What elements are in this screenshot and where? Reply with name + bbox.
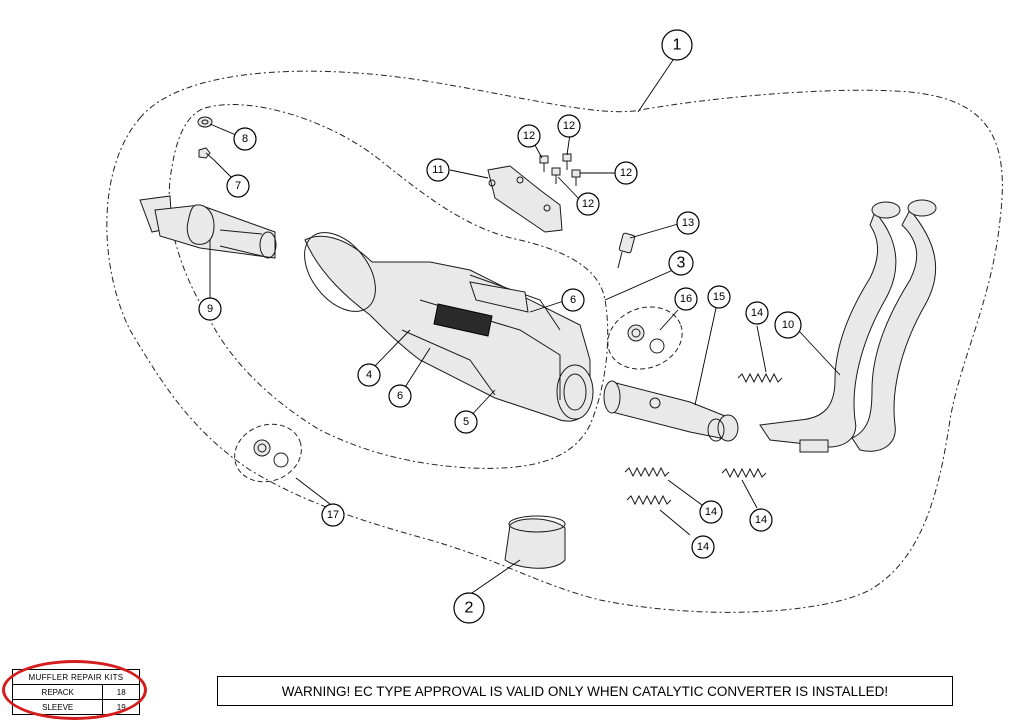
part-13-sensor	[617, 232, 636, 269]
svg-text:15: 15	[713, 291, 725, 303]
svg-text:12: 12	[620, 167, 632, 179]
svg-text:2: 2	[465, 600, 474, 617]
svg-text:12: 12	[523, 130, 535, 142]
callout-3: 3	[668, 250, 694, 276]
svg-text:6: 6	[570, 294, 576, 306]
svg-text:4: 4	[366, 369, 372, 381]
part-14-springs	[624, 372, 783, 506]
part-15-link-pipe	[603, 380, 739, 442]
callout-12-c: 12	[614, 161, 638, 185]
svg-text:3: 3	[677, 255, 686, 272]
callout-12-b: 12	[557, 114, 581, 138]
callout-14-d: 14	[749, 508, 773, 532]
assembly-boundary-1	[106, 70, 1003, 613]
svg-text:12: 12	[563, 120, 575, 132]
svg-text:17: 17	[327, 509, 339, 521]
highlight-ring	[2, 660, 147, 720]
group-17-boundary	[234, 423, 302, 483]
part-3-muffler	[304, 232, 594, 422]
callout-6-lower: 6	[388, 384, 412, 408]
group-16-boundary	[607, 306, 683, 370]
callout-2: 2	[453, 592, 485, 624]
callout-15: 15	[707, 285, 731, 309]
part-11-bracket	[487, 165, 563, 233]
svg-text:14: 14	[697, 541, 709, 553]
part-7-bolt	[198, 147, 215, 161]
part-9-end-cap	[139, 195, 277, 259]
svg-text:16: 16	[680, 293, 692, 305]
part-2-sleeve	[504, 515, 566, 569]
callout-9: 9	[198, 297, 222, 321]
svg-text:12: 12	[582, 198, 594, 210]
callout-4: 4	[357, 363, 381, 387]
part-10-header-pipes	[759, 199, 937, 453]
callout-14-c: 14	[691, 535, 715, 559]
part-8-washer	[197, 116, 213, 128]
svg-text:14: 14	[755, 514, 767, 526]
svg-text:7: 7	[235, 180, 241, 192]
warning-notice: WARNING! EC TYPE APPROVAL IS VALID ONLY …	[217, 676, 953, 706]
callout-17: 17	[321, 503, 345, 527]
svg-text:5: 5	[463, 416, 469, 428]
warning-text: WARNING! EC TYPE APPROVAL IS VALID ONLY …	[281, 683, 889, 699]
part-17-gasket	[253, 439, 289, 468]
muffler-group-boundary-3	[168, 104, 609, 469]
svg-text:1: 1	[673, 37, 682, 54]
callout-12-a: 12	[517, 124, 541, 148]
svg-text:10: 10	[782, 319, 794, 331]
callout-6-upper: 6	[561, 288, 585, 312]
callout-5: 5	[454, 410, 478, 434]
svg-text:6: 6	[397, 390, 403, 402]
svg-text:9: 9	[207, 303, 213, 315]
callout-1: 1	[661, 29, 693, 61]
callout-8: 8	[233, 127, 257, 151]
callout-14-a: 14	[745, 301, 769, 325]
callout-14-b: 14	[699, 500, 723, 524]
part-12-bolts	[539, 153, 581, 186]
svg-text:13: 13	[682, 217, 694, 229]
callout-11: 11	[426, 158, 450, 182]
part-16-gasket	[627, 324, 665, 354]
callout-12-d: 12	[576, 192, 600, 216]
callout-13: 13	[676, 211, 700, 235]
callout-16: 16	[674, 287, 698, 311]
svg-text:11: 11	[432, 164, 443, 176]
callout-7: 7	[226, 174, 250, 198]
svg-text:8: 8	[242, 133, 248, 145]
svg-text:14: 14	[705, 506, 717, 518]
svg-text:14: 14	[751, 307, 763, 319]
callout-10: 10	[774, 311, 802, 339]
